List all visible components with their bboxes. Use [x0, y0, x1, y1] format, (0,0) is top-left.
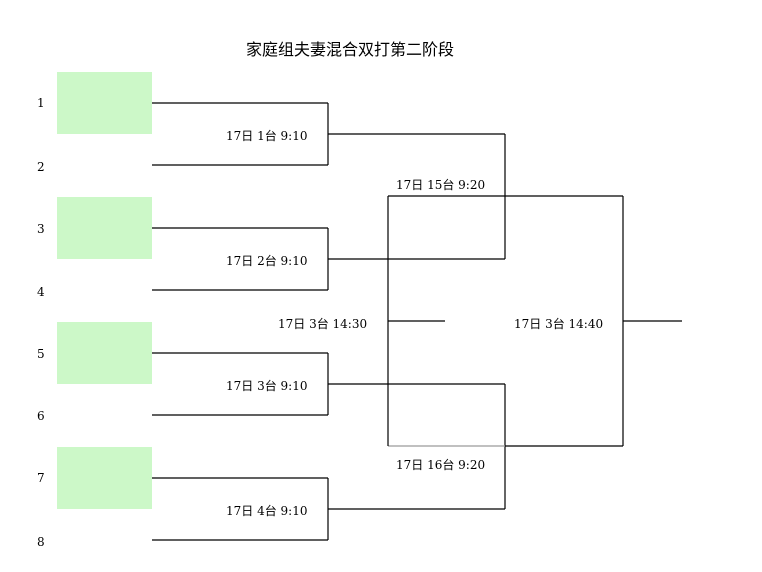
seed-number-1: 1 — [37, 96, 45, 110]
seed-number-6: 6 — [37, 409, 45, 423]
seed-number-8: 8 — [37, 535, 45, 549]
seed-number-7: 7 — [37, 471, 45, 485]
match-label-semi2: 17日 16台 9:20 — [396, 458, 486, 472]
match-label-r1m4: 17日 4台 9:10 — [226, 504, 308, 518]
seed-number-3: 3 — [37, 222, 45, 236]
seed-box-3 — [57, 197, 152, 259]
match-label-r1m2: 17日 2台 9:10 — [226, 254, 308, 268]
match-label-r1m1: 17日 1台 9:10 — [226, 129, 308, 143]
seed-number-2: 2 — [37, 160, 45, 174]
seed-box-7 — [57, 447, 152, 509]
match-label-third-place: 17日 3台 14:30 — [278, 317, 368, 331]
page-title: 家庭组夫妻混合双打第二阶段 — [245, 40, 454, 59]
seed-box-1 — [57, 72, 152, 134]
seed-number-4: 4 — [37, 285, 45, 299]
match-label-r1m3: 17日 3台 9:10 — [226, 379, 308, 393]
match-label-final: 17日 3台 14:40 — [514, 317, 604, 331]
match-label-semi1: 17日 15台 9:20 — [396, 178, 486, 192]
seed-box-5 — [57, 322, 152, 384]
seed-number-5: 5 — [37, 347, 45, 361]
